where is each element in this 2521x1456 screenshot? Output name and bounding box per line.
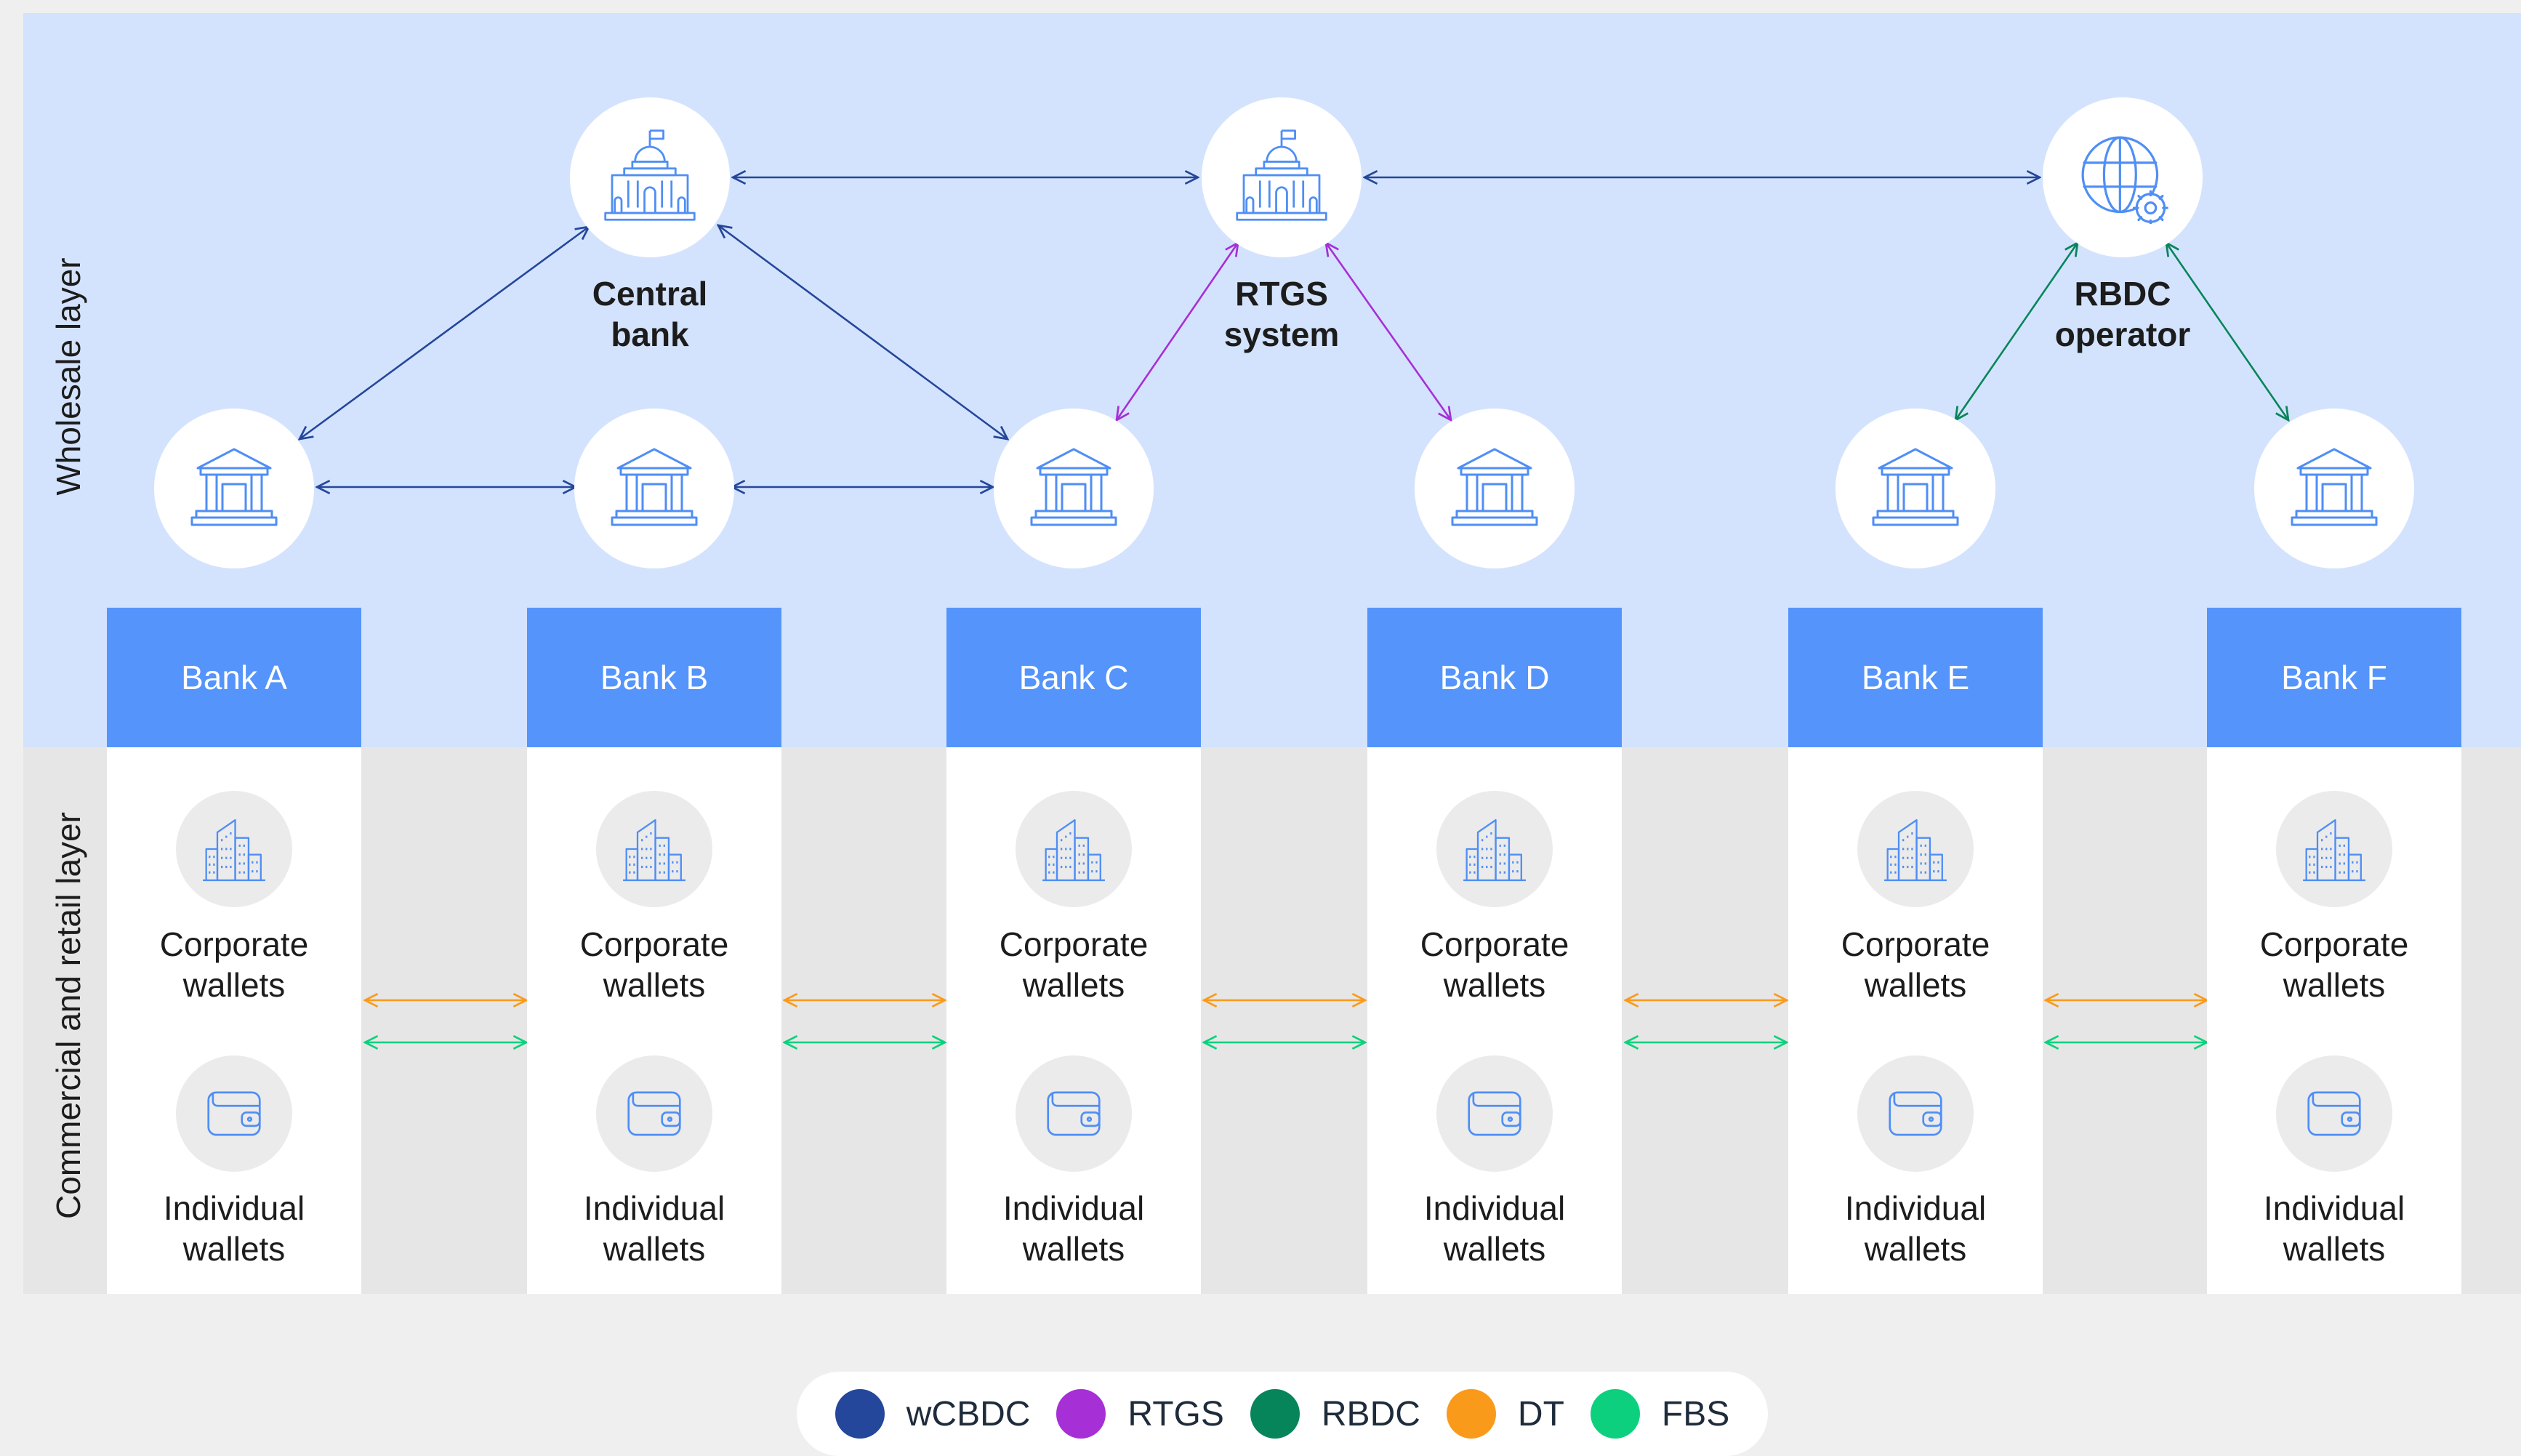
central-bank-label-line2: bank — [611, 315, 689, 353]
rbdc-connections — [1955, 243, 2288, 420]
bank-column-f: Bank F Corporate wallets Individual wall… — [2207, 409, 2461, 1294]
individual-icon-circle — [2276, 1055, 2392, 1172]
bank-node-circle — [154, 409, 314, 568]
corporate-icon-circle — [2276, 791, 2392, 907]
legend-dot-dt — [1446, 1389, 1496, 1439]
legend-label-dt: DT — [1517, 1394, 1564, 1433]
rtgs-connections — [1117, 243, 1451, 420]
bank-header — [1367, 608, 1622, 747]
corporate-wallets-line1: Corporate — [160, 925, 309, 963]
rbdc-label-line2: operator — [2055, 315, 2191, 353]
rtgs-arrow-rtgs-bank-c — [1117, 243, 1238, 420]
bank-node-circle — [1836, 409, 1995, 568]
individual-icon-circle — [176, 1055, 292, 1172]
bank-header — [1788, 608, 2043, 747]
bank-name: Bank A — [181, 659, 287, 696]
legend-dot-rbdc — [1250, 1389, 1300, 1439]
corporate-icon-circle — [176, 791, 292, 907]
rbdc-operator-node: RBDC operator — [2043, 97, 2203, 353]
corporate-wallets-line1: Corporate — [1000, 925, 1149, 963]
individual-icon-circle — [1857, 1055, 1974, 1172]
rtgs-label-line1: RTGS — [1235, 275, 1328, 313]
bank-name: Bank C — [1019, 659, 1129, 696]
legend-dot-wcbdc — [835, 1389, 885, 1439]
legend-item-rbdc: RBDC — [1250, 1389, 1420, 1439]
corporate-icon-circle — [1857, 791, 1974, 907]
legend-item-rtgs: RTGS — [1056, 1389, 1224, 1439]
wcbdc-arrow-cb-bank-c — [718, 225, 1008, 439]
legend-item-wcbdc: wCBDC — [835, 1389, 1031, 1439]
individual-wallets-line2: wallets — [1443, 1230, 1546, 1268]
rtgs-system-node: RTGS system — [1202, 97, 1362, 353]
corporate-wallets-line1: Corporate — [1420, 925, 1569, 963]
corporate-wallets-line2: wallets — [1022, 966, 1125, 1004]
bank-name: Bank B — [600, 659, 708, 696]
legend-label-rtgs: RTGS — [1127, 1394, 1224, 1433]
bank-header — [2207, 608, 2461, 747]
central-bank-label-line1: Central — [592, 275, 707, 313]
individual-wallets-line1: Individual — [1424, 1189, 1565, 1227]
central-bank-node: Central bank — [570, 97, 730, 353]
individual-wallets-line2: wallets — [182, 1230, 286, 1268]
individual-wallets-line2: wallets — [1022, 1230, 1125, 1268]
bank-column-d: Bank D Corporate wallets Individual wall… — [1367, 409, 1622, 1294]
rbdc-arrow-rbdc-bank-f — [2166, 243, 2288, 420]
individual-wallets-line1: Individual — [2264, 1189, 2405, 1227]
bank-node-circle — [2254, 409, 2414, 568]
corporate-wallets-line2: wallets — [2283, 966, 2386, 1004]
corporate-icon-circle — [1436, 791, 1553, 907]
retail-layer-band — [23, 747, 2521, 1294]
rtgs-label-line2: system — [1224, 315, 1340, 353]
legend-item-fbs: FBS — [1590, 1389, 1730, 1439]
bank-node-circle — [1415, 409, 1575, 568]
bank-header — [107, 608, 361, 747]
retail-layer-label: Commercial and retail layer — [49, 812, 87, 1219]
individual-icon-circle — [1436, 1055, 1553, 1172]
legend-label-wcbdc: wCBDC — [906, 1394, 1031, 1433]
individual-wallets-line2: wallets — [603, 1230, 706, 1268]
bank-name: Bank E — [1862, 659, 1969, 696]
corporate-wallets-line1: Corporate — [580, 925, 729, 963]
individual-wallets-line1: Individual — [584, 1189, 725, 1227]
wcbdc-arrow-cb-bank-a — [299, 227, 589, 439]
legend-label-rbdc: RBDC — [1321, 1394, 1420, 1433]
corporate-wallets-line2: wallets — [603, 966, 706, 1004]
corporate-wallets-line2: wallets — [1864, 966, 1967, 1004]
bank-name: Bank D — [1440, 659, 1550, 696]
individual-wallets-line1: Individual — [1003, 1189, 1144, 1227]
individual-wallets-line2: wallets — [1864, 1230, 1967, 1268]
bank-column-b: Bank B Corporate wallets Individual wall… — [527, 409, 781, 1294]
rbdc-label-line1: RBDC — [2075, 275, 2171, 313]
corporate-icon-circle — [1016, 791, 1132, 907]
bank-header — [527, 608, 781, 747]
corporate-icon-circle — [596, 791, 712, 907]
corporate-wallets-line1: Corporate — [2260, 925, 2409, 963]
rtgs-arrow-rtgs-bank-d — [1326, 243, 1451, 420]
bank-column-e: Bank E Corporate wallets Individual wall… — [1788, 409, 2043, 1294]
legend-item-dt: DT — [1446, 1389, 1564, 1439]
rbdc-arrow-rbdc-bank-e — [1955, 243, 2078, 420]
individual-wallets-line1: Individual — [164, 1189, 305, 1227]
bank-node-circle — [574, 409, 734, 568]
legend-dot-rtgs — [1056, 1389, 1106, 1439]
bank-node-circle — [994, 409, 1154, 568]
individual-wallets-line1: Individual — [1845, 1189, 1986, 1227]
individual-icon-circle — [1016, 1055, 1132, 1172]
bank-column-c: Bank C Corporate wallets Individual wall… — [946, 409, 1201, 1294]
wcbdc-connections — [299, 177, 2040, 487]
legend-label-fbs: FBS — [1661, 1394, 1730, 1433]
bank-header — [946, 608, 1201, 747]
individual-wallets-line2: wallets — [2283, 1230, 2386, 1268]
corporate-wallets-line1: Corporate — [1841, 925, 1990, 963]
wholesale-layer-label: Wholesale layer — [49, 257, 87, 495]
legend: wCBDC RTGS RBDC DT FBS — [797, 1372, 1768, 1456]
legend-dot-fbs — [1590, 1389, 1640, 1439]
corporate-wallets-line2: wallets — [182, 966, 286, 1004]
bank-column-a: Bank A Corporate wallets Individual wall… — [107, 409, 361, 1294]
corporate-wallets-line2: wallets — [1443, 966, 1546, 1004]
individual-icon-circle — [596, 1055, 712, 1172]
bank-name: Bank F — [2281, 659, 2387, 696]
